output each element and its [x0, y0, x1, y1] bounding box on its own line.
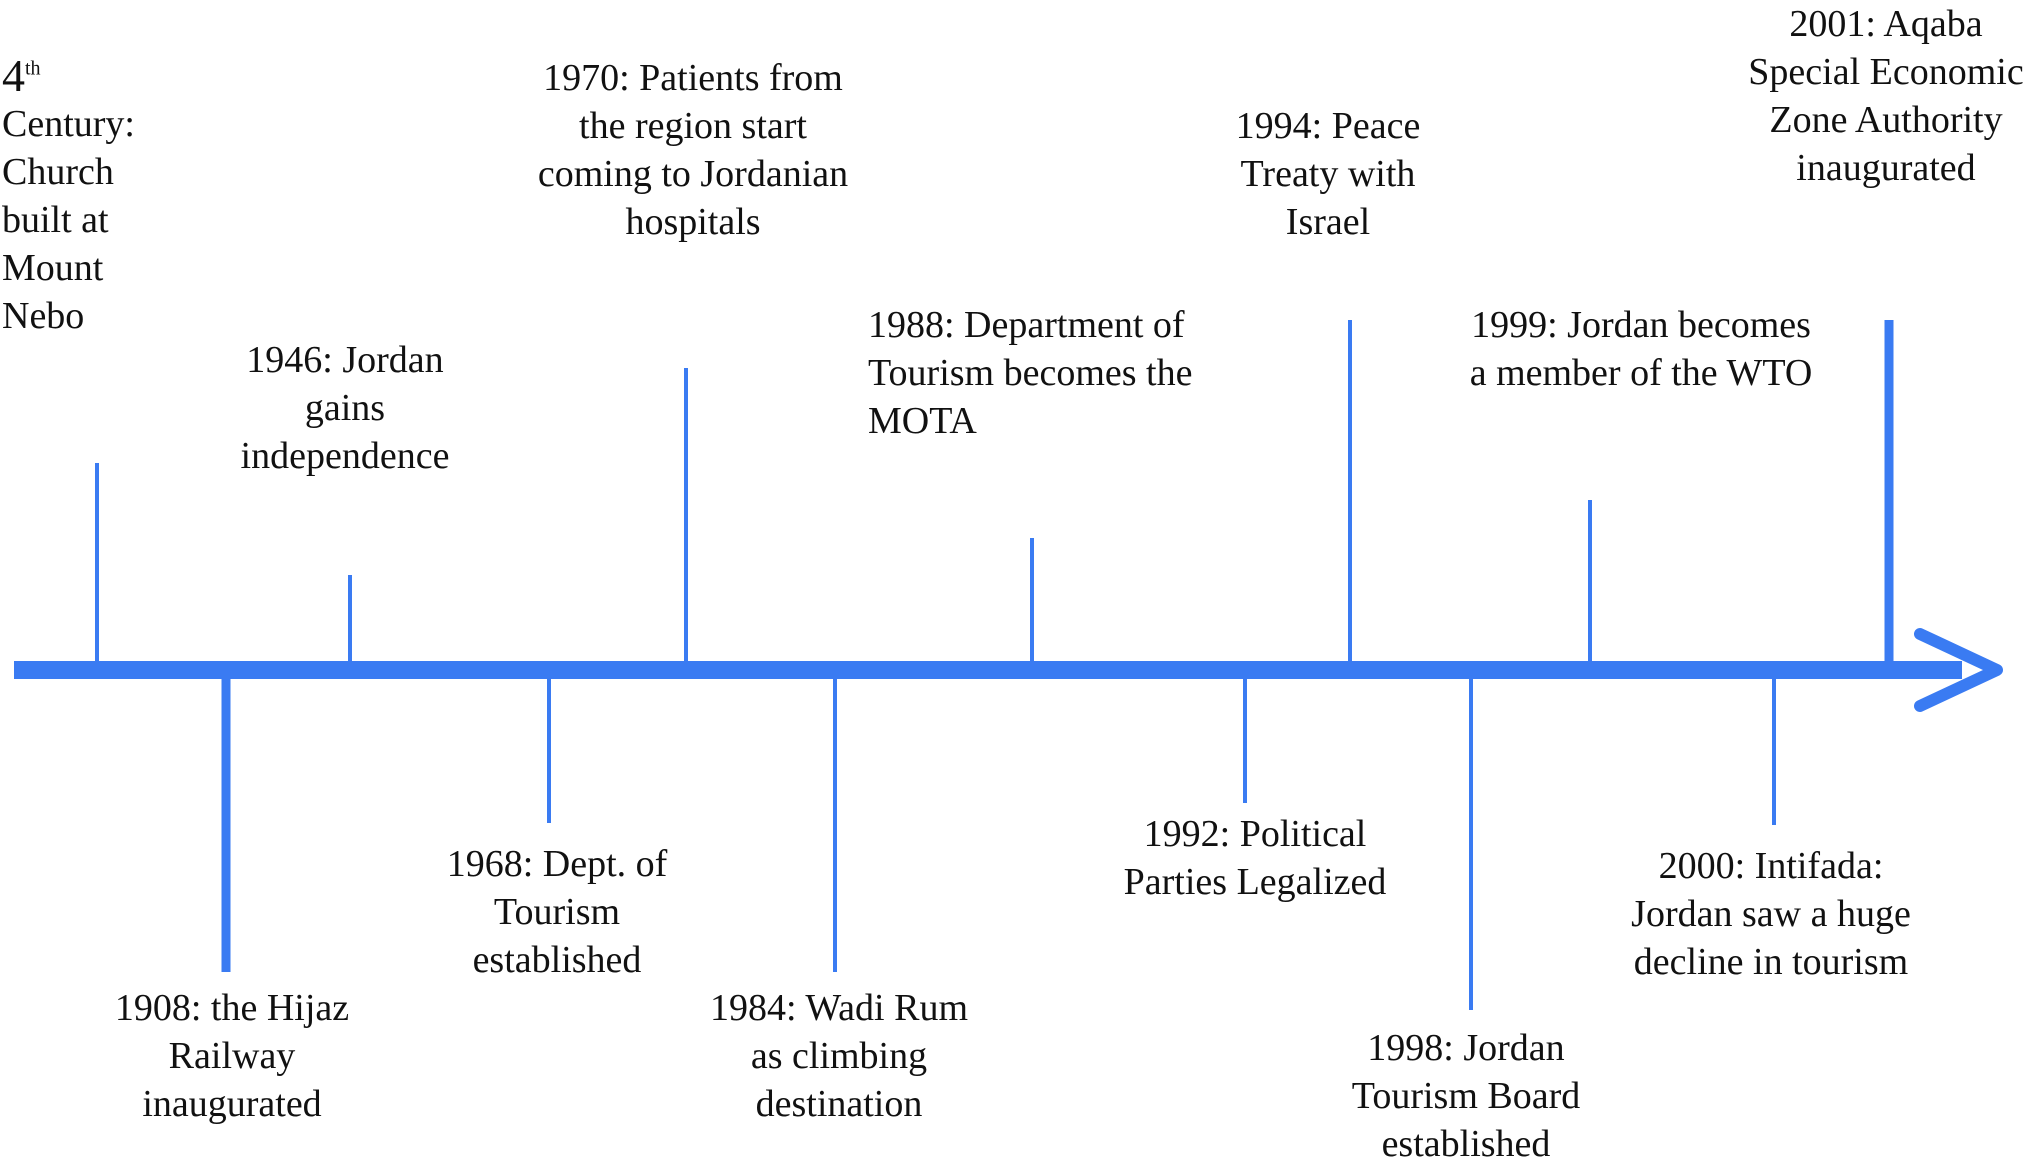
- event-1988-line-1: Tourism becomes the: [868, 352, 1193, 394]
- event-1998-line-1: Tourism Board: [1351, 1075, 1581, 1117]
- event-1968-line-0: 1968: Dept. of: [446, 843, 668, 885]
- event-4th-century-line-1: Century:: [2, 103, 135, 145]
- event-1968-line-2: established: [472, 939, 642, 981]
- event-label-1994: 1994: Peace Treaty with Israel: [1236, 102, 1421, 246]
- event-1970-line-2: coming to Jordanian: [537, 153, 849, 195]
- event-label-1968: 1968: Dept. of Tourism established: [447, 840, 668, 984]
- event-1908-line-1: Railway: [168, 1035, 296, 1077]
- event-1984-line-1: as climbing: [750, 1035, 928, 1077]
- event-label-1984: 1984: Wadi Rum as climbing destination: [710, 984, 968, 1128]
- event-1984-line-2: destination: [755, 1083, 923, 1125]
- event-1999-line-1: a member of the WTO: [1469, 352, 1813, 394]
- event-4th-century-line-3: built at: [2, 199, 109, 241]
- event-2001-line-1: Special Economic: [1748, 51, 2024, 93]
- event-label-1998: 1998: Jordan Tourism Board established: [1352, 1024, 1580, 1168]
- event-2001-line-3: inaugurated: [1796, 147, 1976, 189]
- event-label-2001: 2001: Aqaba Special Economic Zone Author…: [1748, 0, 2023, 192]
- event-1946-line-1: gains: [304, 387, 386, 429]
- event-4th-century-superscript: th: [25, 57, 41, 80]
- event-label-4th-century: 4th Century: Church built at Mount Nebo: [2, 52, 135, 340]
- event-1908-line-2: inaugurated: [142, 1083, 322, 1125]
- event-1970-line-3: hospitals: [625, 201, 761, 243]
- event-label-1992: 1992: Political Parties Legalized: [1124, 810, 1387, 906]
- event-1946-line-2: independence: [240, 435, 450, 477]
- event-1992-line-0: 1992: Political: [1143, 813, 1367, 855]
- event-label-1970: 1970: Patients from the region start com…: [538, 54, 848, 246]
- event-4th-century-line-5: Nebo: [2, 295, 85, 337]
- event-1994-line-2: Israel: [1285, 201, 1371, 243]
- event-4th-century-line-0: 4: [2, 50, 25, 101]
- event-2001-line-0: 2001: Aqaba: [1789, 3, 1983, 45]
- event-1946-line-0: 1946: Jordan: [246, 339, 444, 381]
- event-1998-line-2: established: [1381, 1123, 1551, 1165]
- event-1988-line-2: MOTA: [868, 400, 977, 442]
- event-1994-line-1: Treaty with: [1240, 153, 1416, 195]
- event-label-1946: 1946: Jordan gains independence: [241, 336, 450, 480]
- event-4th-century-line-4: Mount: [2, 247, 104, 289]
- timeline-arrowhead: [1914, 628, 2003, 712]
- event-label-1908: 1908: the Hijaz Railway inaugurated: [115, 984, 349, 1128]
- event-1992-line-1: Parties Legalized: [1123, 861, 1387, 903]
- event-2000-line-2: decline in tourism: [1633, 941, 1909, 983]
- event-1970-line-1: the region start: [579, 105, 807, 147]
- event-2001-line-2: Zone Authority: [1769, 99, 2003, 141]
- event-2000-line-1: Jordan saw a huge: [1631, 893, 1911, 935]
- event-label-2000: 2000: Intifada: Jordan saw a huge declin…: [1631, 842, 1911, 986]
- event-1998-line-0: 1998: Jordan: [1367, 1027, 1565, 1069]
- event-1968-line-1: Tourism: [493, 891, 621, 933]
- event-1970-line-0: 1970: Patients from: [543, 57, 843, 99]
- event-1908-line-0: 1908: the Hijaz: [114, 987, 350, 1029]
- event-1999-line-0: 1999: Jordan becomes: [1471, 304, 1811, 346]
- event-1988-line-0: 1988: Department of: [868, 304, 1185, 346]
- event-1994-line-0: 1994: Peace: [1235, 105, 1421, 147]
- event-2000-line-0: 2000: Intifada:: [1658, 845, 1884, 887]
- event-label-1988: 1988: Department of Tourism becomes the …: [868, 301, 1192, 445]
- event-4th-century-line-2: Church: [2, 151, 114, 193]
- event-1984-line-0: 1984: Wadi Rum: [709, 987, 969, 1029]
- event-label-1999: 1999: Jordan becomes a member of the WTO: [1470, 301, 1813, 397]
